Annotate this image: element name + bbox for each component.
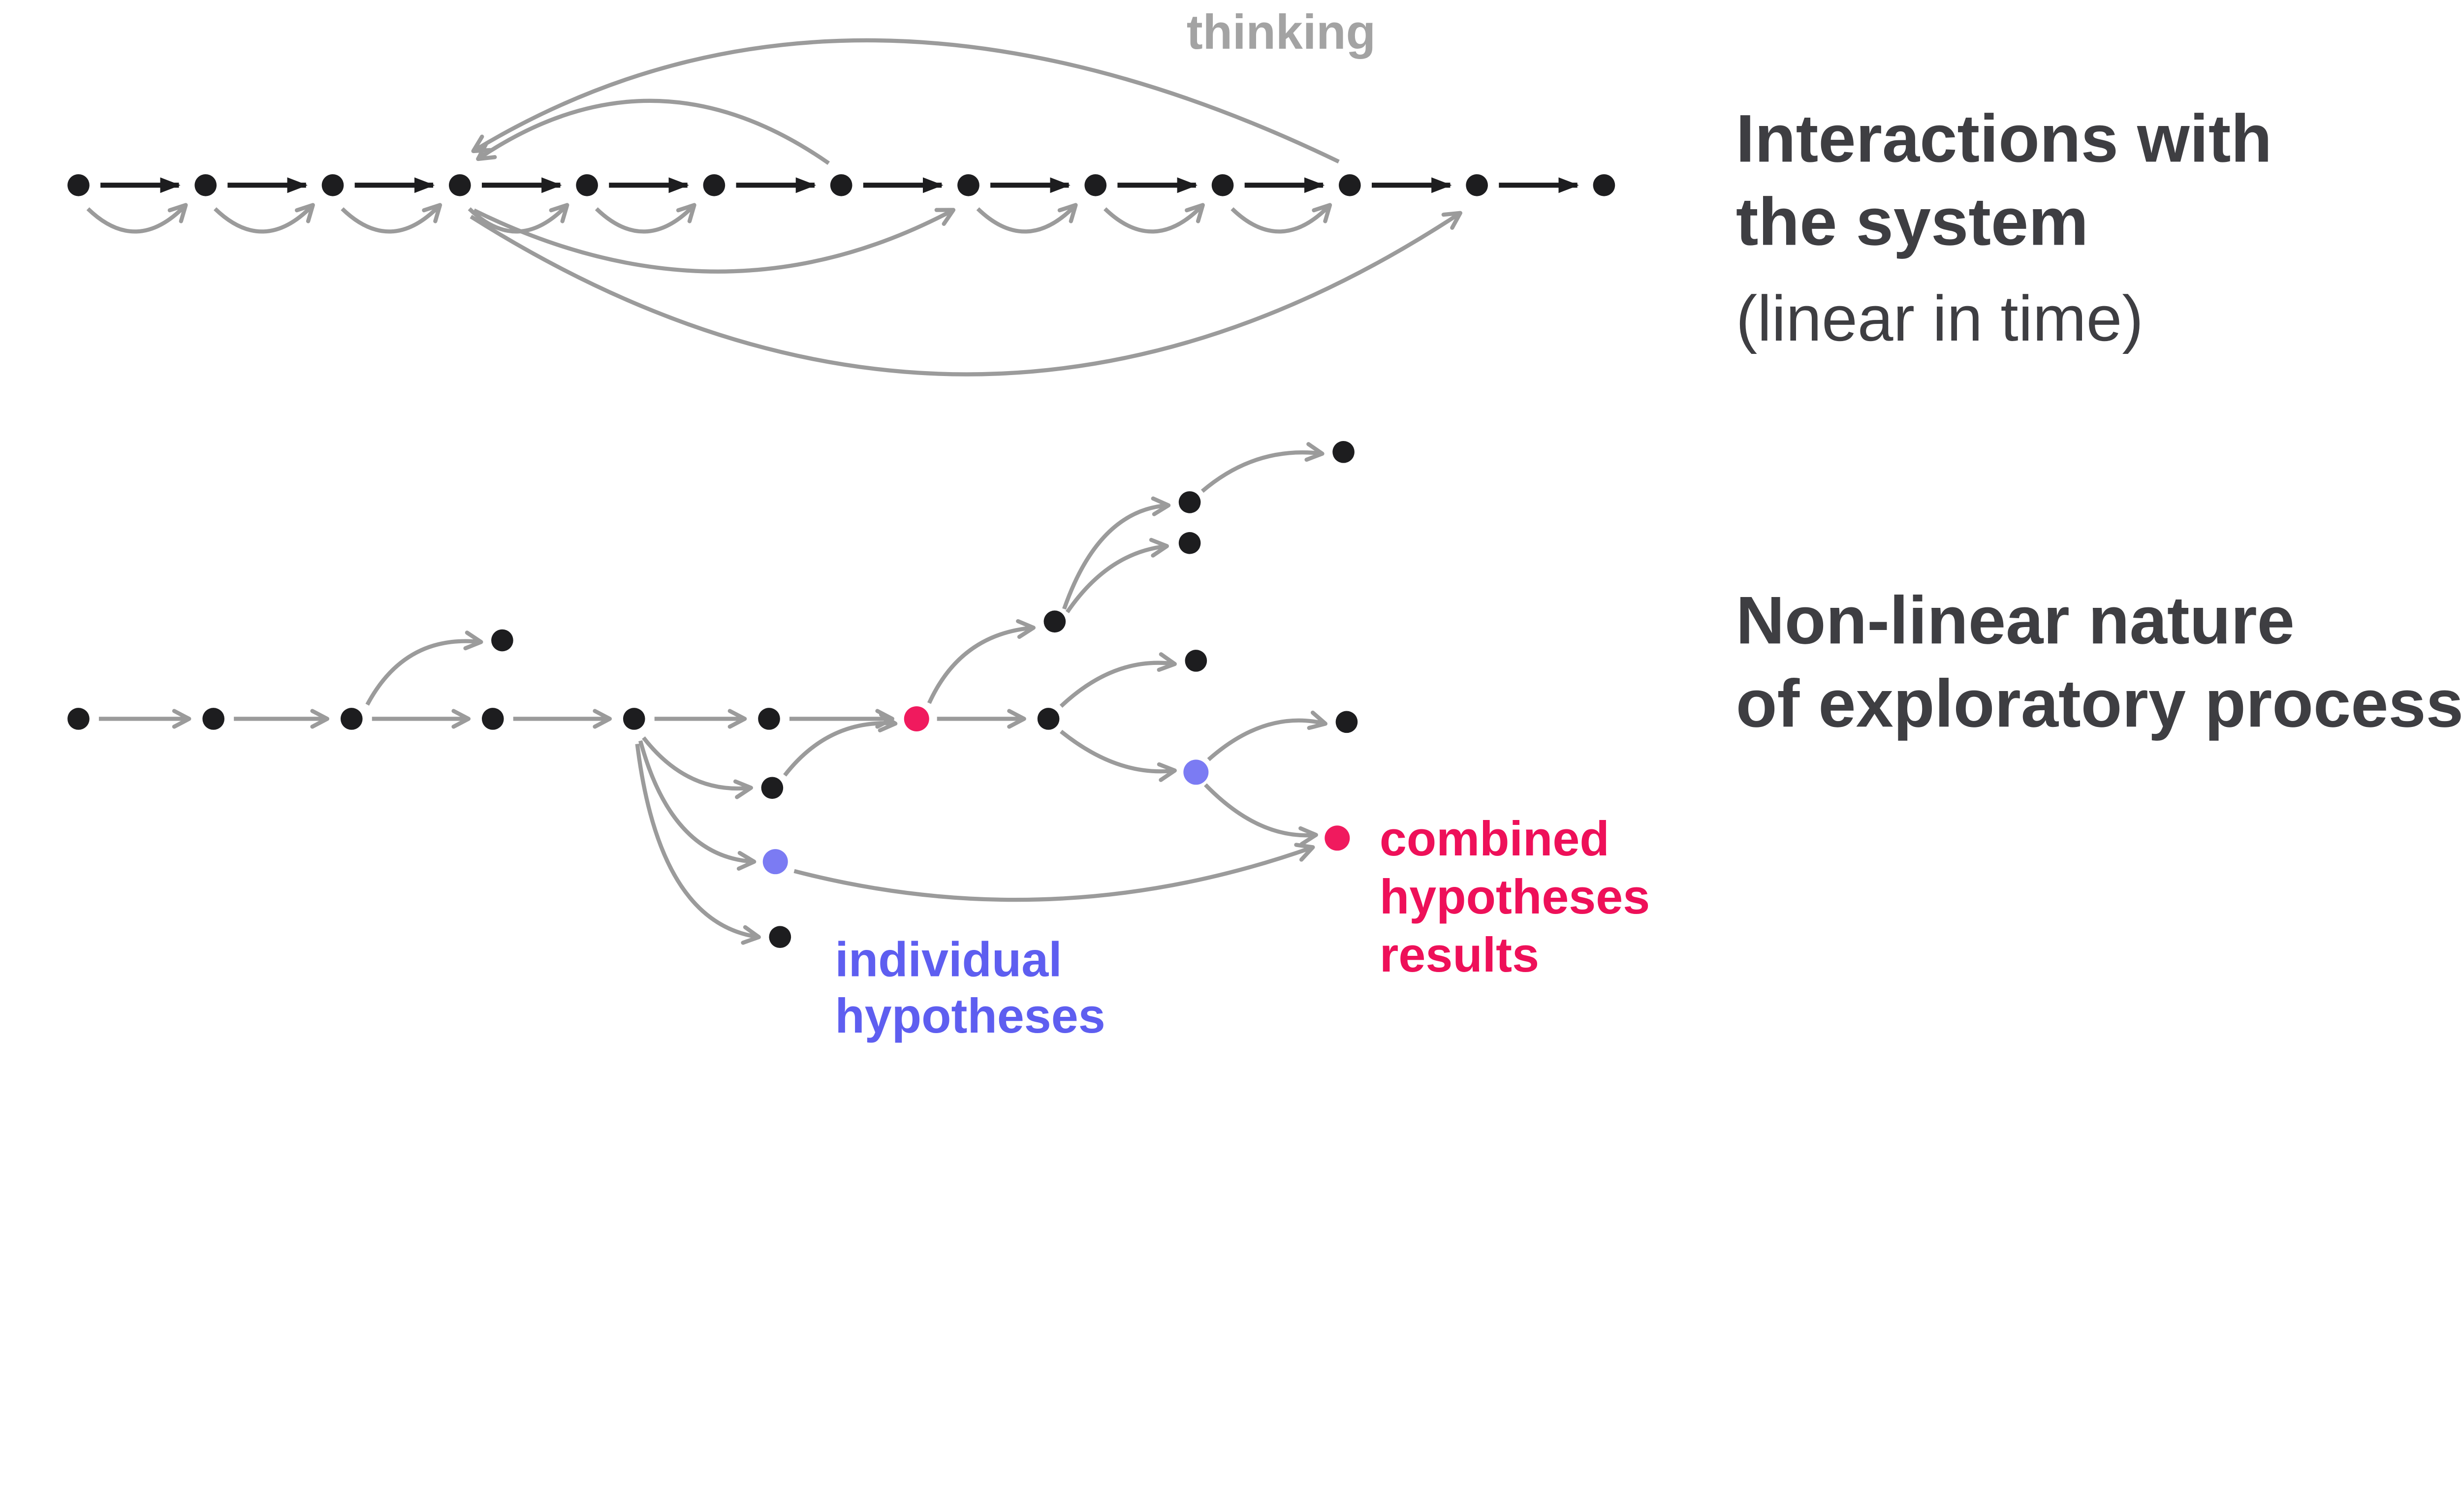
thinking-arc-arrow — [1230, 203, 1332, 234]
branch-arc-arrow — [1059, 652, 1177, 708]
process-dot — [769, 926, 791, 948]
process-dot — [1178, 532, 1201, 554]
interaction-dot — [1593, 174, 1615, 196]
interaction-dot — [67, 174, 90, 196]
branch-arc-arrow — [1200, 442, 1325, 493]
top-diagram: thinking Interactions with the system (l… — [67, 5, 2272, 377]
thinking-label: thinking — [1187, 5, 1376, 59]
branch-arc-arrow — [365, 630, 483, 706]
process-dot — [202, 708, 225, 730]
bottom-caption-line-1: Non-linear nature — [1736, 583, 2295, 658]
interaction-dot — [1339, 174, 1361, 196]
diagram-canvas: thinking Interactions with the system (l… — [67, 5, 2461, 1043]
thinking-arc-arrow — [976, 203, 1078, 234]
thinking-arc-arrow — [213, 203, 315, 234]
interaction-dot — [957, 174, 979, 196]
process-dot — [491, 629, 513, 652]
branch-arc-arrow — [783, 712, 898, 777]
branch-arc-arrow — [1065, 537, 1169, 613]
diagram-page: thinking Interactions with the system (l… — [67, 4, 2461, 1043]
interaction-dot — [194, 174, 217, 196]
top-caption-line-3: (linear in time) — [1736, 283, 2144, 354]
individual-hypotheses-label-line-2: hypotheses — [835, 989, 1105, 1043]
bottom-caption-line-2: of exploratory process — [1736, 666, 2461, 741]
process-dot — [67, 708, 90, 730]
thinking-arc-arrow — [341, 203, 442, 234]
top-caption-line-1: Interactions with — [1736, 101, 2272, 176]
bottom-diagram: Non-linear nature of exploratory process… — [67, 441, 2461, 1043]
thinking-arc-arrow — [470, 211, 1463, 377]
interaction-dot — [703, 174, 726, 196]
branch-arc-arrow — [1062, 496, 1171, 610]
thinking-arc-arrow — [476, 98, 830, 165]
hypothesis-dot — [1183, 759, 1209, 785]
thinking-arc-arrow — [1104, 203, 1205, 234]
thinking-arc-arrow — [595, 203, 696, 234]
interaction-dot — [1211, 174, 1234, 196]
thinking-arc-arrow — [468, 203, 569, 234]
hypothesis-dot — [762, 849, 788, 875]
process-dot — [481, 708, 504, 730]
interaction-dot — [576, 174, 598, 196]
process-dot — [340, 708, 363, 730]
branch-arc-arrow — [1060, 729, 1177, 782]
process-dot — [1178, 491, 1201, 513]
branch-arc-arrow — [635, 743, 761, 945]
process-dot — [758, 708, 780, 730]
branch-arc-arrow — [638, 740, 757, 871]
branch-arc-arrow — [1207, 710, 1328, 761]
individual-hypotheses-label-line-1: individual — [835, 932, 1062, 986]
process-dot — [1185, 650, 1207, 672]
interaction-dot — [1466, 174, 1488, 196]
process-dot — [1332, 441, 1355, 463]
process-dot — [904, 706, 929, 731]
branch-arc-arrow — [793, 843, 1315, 902]
process-dot — [761, 777, 784, 799]
branch-arc-arrow — [927, 619, 1036, 704]
thinking-arc-arrow — [86, 203, 188, 234]
thinking-arc-arrow — [473, 208, 956, 274]
interaction-dot — [448, 174, 471, 196]
interaction-dot — [321, 174, 344, 196]
combined-hypotheses-label-line-2: hypotheses — [1380, 870, 1650, 924]
branch-arc-arrow — [1204, 783, 1318, 846]
top-caption-line-2: the system — [1736, 184, 2088, 259]
process-dot — [623, 708, 645, 730]
bottom-diagram-graph — [67, 441, 1358, 948]
process-dot — [1335, 711, 1358, 733]
process-dot — [1043, 610, 1066, 633]
combined-result-dot — [1325, 825, 1350, 851]
combined-hypotheses-label-line-3: results — [1380, 928, 1539, 982]
combined-hypotheses-label-line-1: combined — [1380, 812, 1609, 866]
interaction-dot — [830, 174, 852, 196]
top-diagram-graph — [67, 38, 1615, 377]
process-dot — [1037, 708, 1060, 730]
interaction-dot — [1084, 174, 1107, 196]
branch-arc-arrow — [642, 736, 753, 799]
thinking-arc-arrow — [471, 38, 1340, 164]
